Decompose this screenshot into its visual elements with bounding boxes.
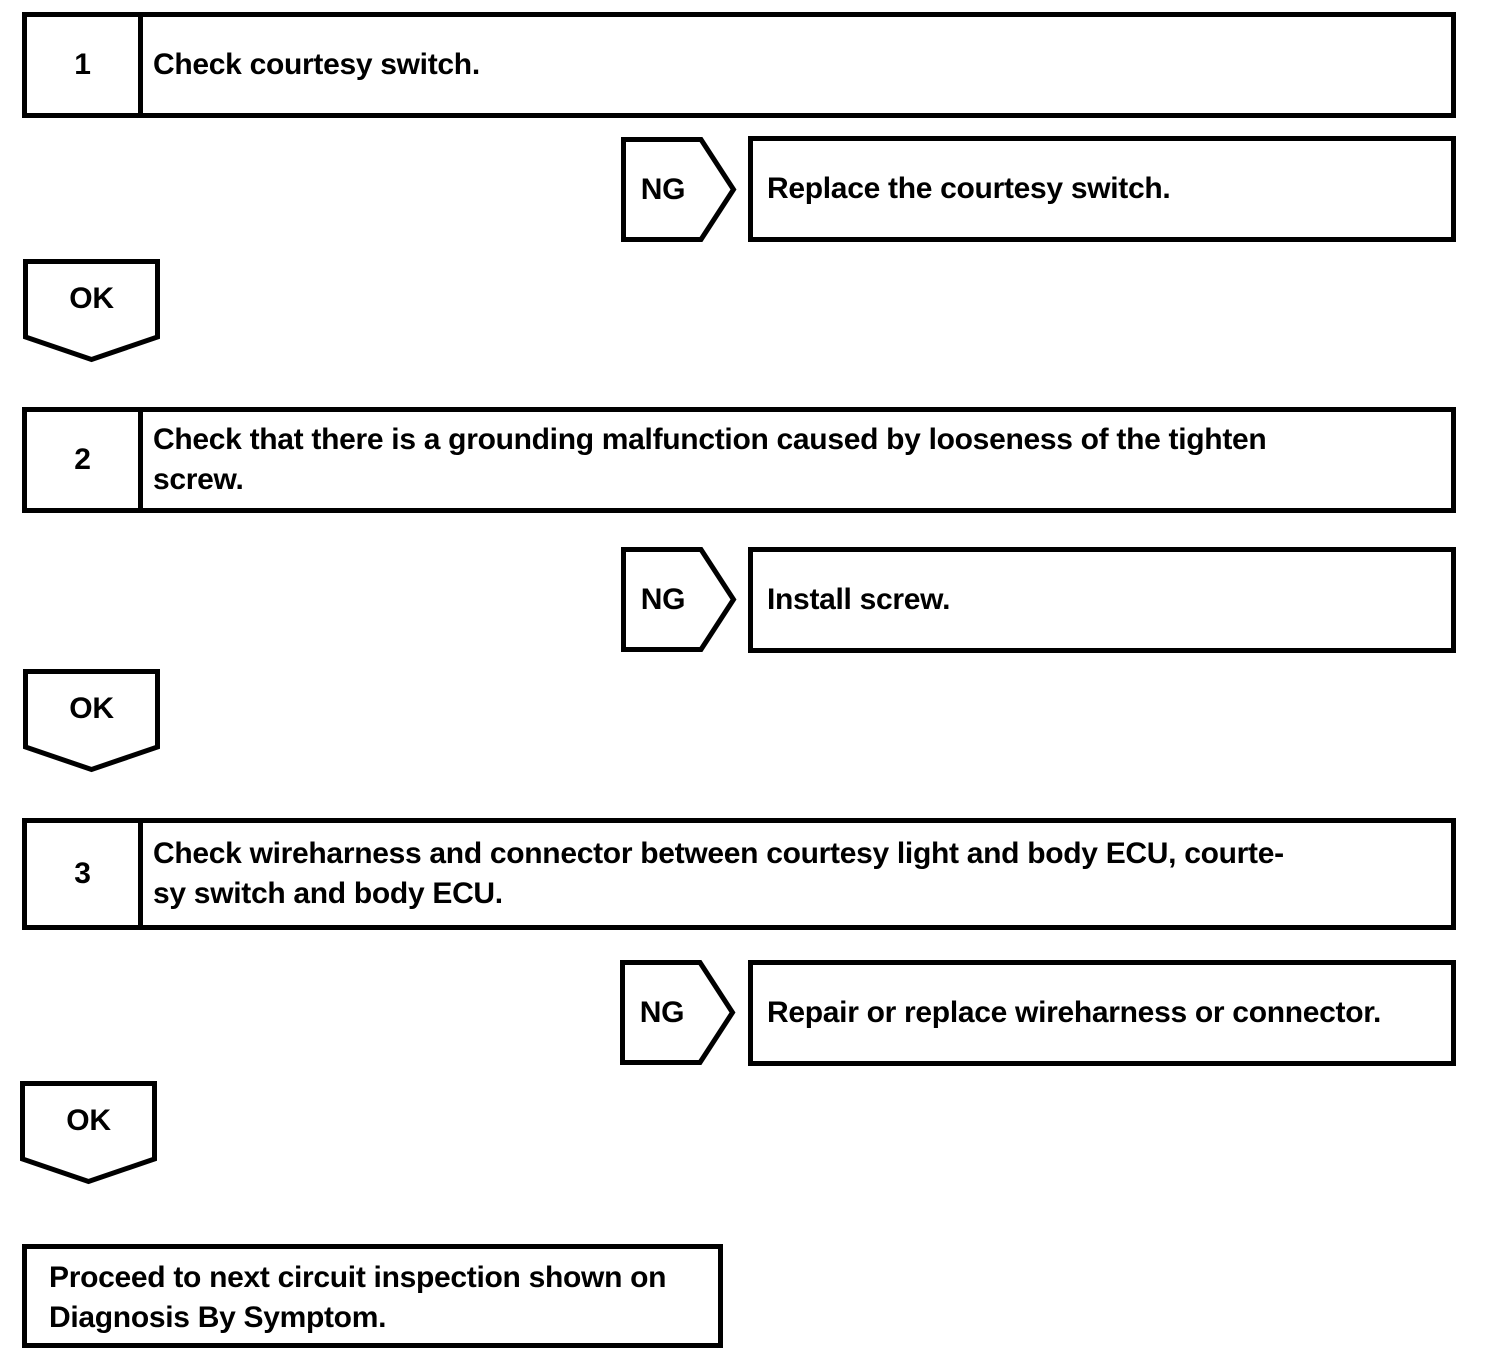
step-title: Check that there is a grounding malfunct…: [143, 412, 1451, 508]
ng-arrow-shape: [620, 960, 736, 1065]
ok-arrow-shape: [23, 259, 160, 363]
ng-arrow-shape: [621, 547, 737, 652]
ng-label: NG: [640, 582, 686, 616]
step-number: 2: [27, 412, 143, 508]
step-title: Check wireharness and connector between …: [143, 823, 1451, 925]
ng-result-text: Install screw.: [767, 583, 951, 616]
ng-arrow: NG: [621, 137, 737, 242]
final-instruction-box: Proceed to next circuit inspection shown…: [22, 1244, 723, 1348]
ng-result-text: Repair or replace wireharness or connect…: [767, 996, 1382, 1029]
ok-arrow-shape: [23, 669, 160, 773]
step-title: Check courtesy switch.: [143, 17, 1451, 113]
step-box-3: 3 Check wireharness and connector betwee…: [22, 818, 1456, 930]
final-instruction-line: Diagnosis By Symptom.: [49, 1301, 387, 1334]
final-instruction-line: Proceed to next circuit inspection shown…: [49, 1261, 667, 1294]
ng-result-box: Install screw.: [748, 547, 1456, 653]
ok-label: OK: [69, 282, 114, 315]
ng-label: NG: [639, 995, 685, 1029]
ng-result-box: Replace the courtesy switch.: [748, 136, 1456, 242]
step-title-line: Check that there is a grounding malfunct…: [153, 423, 1267, 456]
ng-arrow: NG: [621, 547, 737, 652]
ok-arrow: OK: [20, 1081, 157, 1186]
ng-arrow-shape: [621, 137, 737, 242]
ng-result-text: Replace the courtesy switch.: [767, 172, 1171, 205]
step-title-line: Check courtesy switch.: [153, 48, 480, 81]
step-box-1: 1 Check courtesy switch.: [22, 12, 1456, 118]
ok-arrow: OK: [23, 669, 160, 774]
step-number: 3: [27, 823, 143, 925]
ok-arrow: OK: [23, 259, 160, 364]
step-title-line: Check wireharness and connector between …: [153, 837, 1284, 870]
step-box-2: 2 Check that there is a grounding malfun…: [22, 407, 1456, 513]
ok-arrow-shape: [20, 1081, 157, 1185]
step-title-line: sy switch and body ECU.: [153, 877, 503, 910]
ng-label: NG: [640, 172, 686, 206]
ng-arrow: NG: [620, 960, 736, 1065]
step-number: 1: [27, 17, 143, 113]
ok-label: OK: [66, 1104, 111, 1137]
ng-result-box: Repair or replace wireharness or connect…: [748, 960, 1456, 1066]
step-title-line: screw.: [153, 463, 244, 496]
ok-label: OK: [69, 692, 114, 725]
